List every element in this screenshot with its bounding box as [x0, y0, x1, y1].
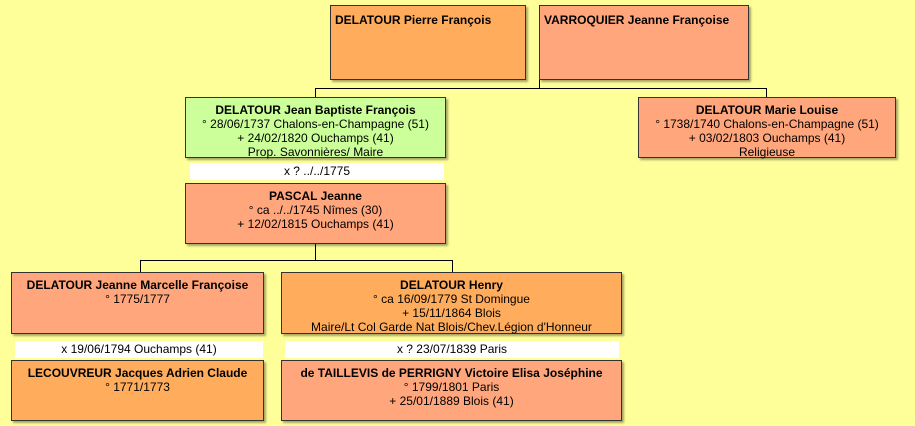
death-info: + 24/02/1820 Ouchamps (41) [237, 131, 394, 145]
birth-info: ° 28/06/1737 Chalons-en-Champagne (51) [202, 117, 429, 131]
connector-henry [452, 260, 453, 272]
person-name: DELATOUR Henry [400, 278, 503, 292]
birth-info: ° ca 16/09/1779 St Domingue [373, 292, 530, 306]
birth-info: ° 1799/1801 Paris [403, 380, 500, 394]
person-name: VARROQUIER Jeanne Françoise [544, 13, 730, 27]
death-info: + 03/02/1803 Ouchamps (41) [688, 131, 846, 145]
marriage-label-henry: x ? 23/07/1839 Paris [285, 341, 619, 358]
connector-parents-down [539, 80, 540, 88]
person-father[interactable]: DELATOUR Pierre François [330, 5, 526, 80]
person-henry[interactable]: DELATOUR Henry ° ca 16/09/1779 St Doming… [281, 272, 622, 334]
person-name: LECOUVREUR Jacques Adrien Claude [27, 366, 248, 380]
person-marie-louise[interactable]: DELATOUR Marie Louise ° 1738/1740 Chalon… [638, 97, 896, 159]
connector-children-bar [315, 88, 767, 89]
person-jean-baptiste[interactable]: DELATOUR Jean Baptiste François ° 28/06/… [185, 97, 446, 159]
person-jeanne-marcelle[interactable]: DELATOUR Jeanne Marcelle Françoise ° 177… [11, 272, 264, 334]
person-pascal-jeanne[interactable]: PASCAL Jeanne ° ca ../../1745 Nîmes (30)… [185, 183, 446, 244]
person-lecouvreur[interactable]: LECOUVREUR Jacques Adrien Claude ° 1771/… [11, 360, 264, 421]
marriage-label-jeanne-marcelle: x 19/06/1794 Ouchamps (41) [15, 341, 263, 358]
death-info: + 15/11/1864 Blois [402, 306, 501, 320]
birth-info: ° ca ../../1745 Nîmes (30) [248, 203, 383, 217]
person-name: PASCAL Jeanne [269, 189, 362, 203]
connector-grandchildren-bar [140, 260, 453, 261]
person-name: DELATOUR Marie Louise [695, 103, 839, 117]
death-info: + 25/01/1889 Blois (41) [389, 394, 514, 408]
person-mother[interactable]: VARROQUIER Jeanne Françoise [539, 5, 749, 80]
occupation-info: Religieuse [738, 145, 796, 159]
birth-info: ° 1775/1777 [105, 292, 170, 306]
connector-jeanne-marcelle [140, 260, 141, 272]
occupation-info: Maire/Lt Col Garde Nat Blois/Chev.Légion… [311, 320, 592, 334]
death-info: + 12/02/1815 Ouchamps (41) [237, 217, 394, 231]
connector-couple-down [315, 244, 316, 260]
birth-info: ° 1738/1740 Chalons-en-Champagne (51) [655, 117, 879, 131]
person-name: DELATOUR Jeanne Marcelle Françoise [26, 278, 249, 292]
person-name: DELATOUR Jean Baptiste François [215, 103, 416, 117]
person-name: de TAILLEVIS de PERRIGNY Victoire Elisa … [300, 366, 603, 380]
occupation-info: Prop. Savonnières/ Maire [247, 145, 384, 159]
connector-marie-louise [766, 88, 767, 97]
connector-jean-baptiste [315, 88, 316, 97]
birth-info: ° 1771/1773 [105, 380, 170, 394]
marriage-label-jean-baptiste: x ? ../../1775 [190, 163, 444, 180]
person-name: DELATOUR Pierre François [335, 13, 492, 27]
person-de-taillevis[interactable]: de TAILLEVIS de PERRIGNY Victoire Elisa … [281, 360, 622, 421]
